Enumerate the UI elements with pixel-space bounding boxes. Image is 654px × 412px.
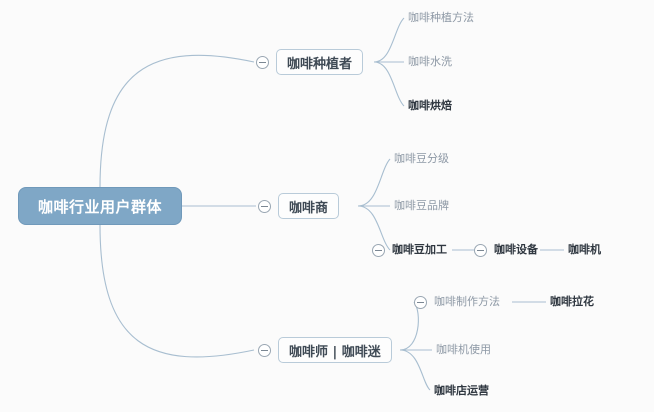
branch-node-coffee-grower[interactable]: 咖啡种植者 <box>276 49 364 75</box>
leaf-roasting[interactable]: 咖啡烘焙 <box>408 99 452 112</box>
link-root-branch1 <box>99 54 255 188</box>
leaf-bean-processing[interactable]: 咖啡豆加工 <box>392 243 447 256</box>
leaf-planting-method[interactable]: 咖啡种植方法 <box>408 11 474 24</box>
link-b2-c1 <box>357 158 391 207</box>
link-b1-c1 <box>373 17 405 63</box>
leaf-bean-grading[interactable]: 咖啡豆分级 <box>394 152 449 165</box>
link-root-branch3 <box>99 224 255 358</box>
collapse-toggle-branch1[interactable] <box>256 56 269 69</box>
leaf-washing[interactable]: 咖啡水洗 <box>408 55 452 68</box>
link-b3-c1 <box>399 301 419 351</box>
leaf-latte-art[interactable]: 咖啡拉花 <box>550 295 594 308</box>
leaf-coffee-equipment[interactable]: 咖啡设备 <box>494 243 538 256</box>
leaf-brewing-method[interactable]: 咖啡制作方法 <box>434 295 500 308</box>
collapse-toggle-coffee-equipment[interactable] <box>474 244 487 257</box>
leaf-bean-brand[interactable]: 咖啡豆品牌 <box>394 199 449 212</box>
link-b3-c3 <box>399 349 431 391</box>
collapse-toggle-branch3[interactable] <box>258 344 271 357</box>
leaf-shop-operation[interactable]: 咖啡店运营 <box>434 384 489 397</box>
link-b2-c3 <box>357 205 391 251</box>
leaf-coffee-machine[interactable]: 咖啡机 <box>568 243 601 256</box>
collapse-toggle-brewing-method[interactable] <box>414 296 427 309</box>
branch-node-coffee-merchant[interactable]: 咖啡商 <box>278 193 340 219</box>
leaf-machine-usage[interactable]: 咖啡机使用 <box>436 343 491 356</box>
collapse-toggle-bean-processing[interactable] <box>372 244 385 257</box>
branch-node-barista-fan[interactable]: 咖啡师 | 咖啡迷 <box>278 337 392 363</box>
root-node[interactable]: 咖啡行业用户群体 <box>18 187 182 225</box>
collapse-toggle-branch2[interactable] <box>258 200 271 213</box>
link-b1-c3 <box>373 61 405 107</box>
